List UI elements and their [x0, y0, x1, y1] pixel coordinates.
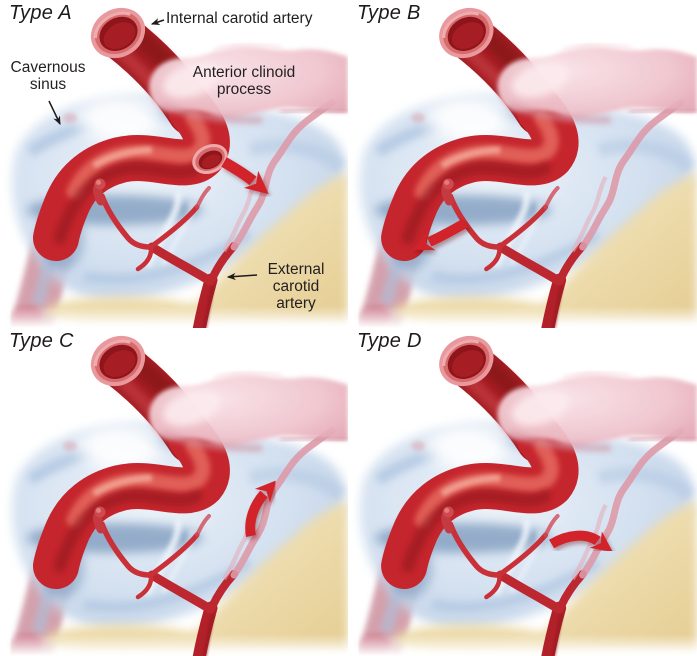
panel-type-a: Type A Internal carotid artery Cavernous… [0, 0, 348, 328]
panel-d-illustration [348, 328, 697, 656]
anatomy-base-instance [0, 329, 348, 656]
anatomy-base-instance [348, 329, 697, 656]
panel-title-type-d: Type D [357, 330, 422, 352]
panel-b-illustration [348, 0, 697, 328]
label-internal-carotid-artery: Internal carotid artery [166, 10, 313, 27]
anatomy-base-instance [348, 1, 697, 328]
label-external-carotid-artery: External carotid artery [267, 261, 325, 312]
fistula-opening [192, 144, 228, 174]
flow-arrow-type-a [221, 157, 269, 195]
flow-arrow-type-d [549, 530, 613, 552]
external-carotid-leader-arrow [226, 272, 258, 281]
label-leader-lines [48, 18, 258, 281]
flow-arrow-type-c [245, 480, 277, 537]
internal-carotid-leader-arrow [150, 18, 165, 25]
panel-title-type-c: Type C [9, 330, 74, 352]
panel-type-b: Type B [348, 0, 697, 328]
panel-type-c: Type C [0, 328, 348, 656]
panel-c-illustration [0, 328, 348, 656]
panel-type-d: Type D [348, 328, 697, 656]
flow-arrow-type-b [412, 218, 468, 251]
cavernous-sinus-leader-arrow [48, 100, 61, 126]
label-anterior-clinoid-process: Anterior clinoid process [192, 64, 296, 98]
panel-title-type-b: Type B [357, 2, 421, 24]
panel-a-illustration [0, 0, 348, 328]
label-cavernous-sinus: Cavernous sinus [10, 59, 86, 93]
panel-title-type-a: Type A [9, 2, 72, 24]
